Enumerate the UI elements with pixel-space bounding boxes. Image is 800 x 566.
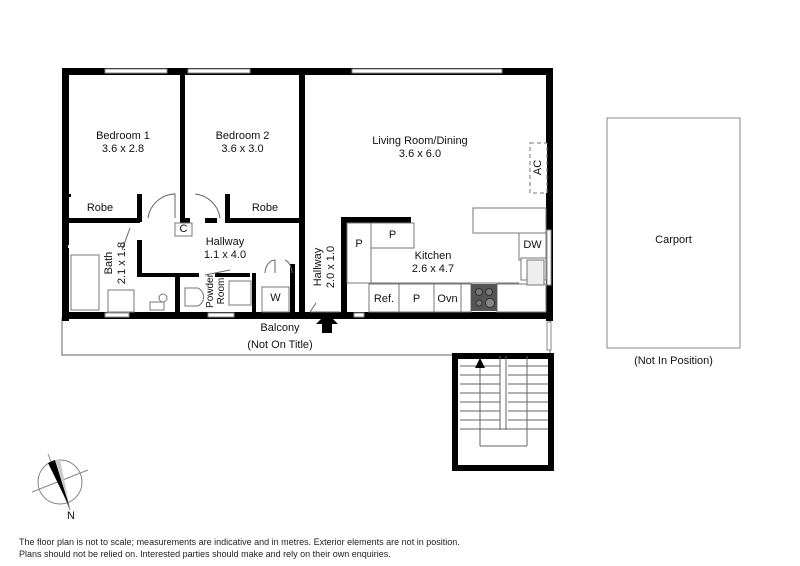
- room-label-carport: Carport: [607, 234, 740, 247]
- room-label-hallway1: Hallway 1.1 x 4.0: [195, 236, 255, 262]
- room-name: Carport: [655, 234, 692, 246]
- room-label-balcony: Balcony (Not On Title): [230, 322, 330, 352]
- room-note: (Not In Position): [634, 355, 713, 367]
- room-note: (Not On Title): [247, 339, 313, 351]
- room-size: 2.0 x 1.0: [325, 245, 337, 289]
- room-label-kitchen: Kitchen 2.6 x 4.7: [398, 250, 468, 276]
- room-name: Bedroom 2: [215, 130, 270, 142]
- fixture-robe2: Robe: [251, 202, 279, 214]
- room-label-bath: Bath 2.1 x 1.8: [103, 233, 129, 293]
- fixture-pantry2: P: [388, 229, 397, 241]
- interior-walls: [62, 75, 411, 319]
- compass-north-label: N: [67, 510, 75, 522]
- disclaimer-line2: Plans should not be relied on. Intereste…: [19, 549, 391, 559]
- arrow-up-icon: [316, 313, 338, 333]
- room-size: 3.6 x 3.0: [221, 143, 264, 155]
- room-size: 3.6 x 6.0: [398, 148, 442, 160]
- room-size: 2.1 x 1.8: [116, 241, 128, 285]
- fixture-robe1: Robe: [86, 202, 114, 214]
- room-size: 3.6 x 2.8: [101, 143, 145, 155]
- room-name: Hallway: [312, 247, 324, 287]
- fixture-fridge: Ref.: [373, 293, 395, 305]
- room-name: Hallway: [205, 236, 245, 248]
- room-name: Balcony: [260, 322, 300, 334]
- cooktop: [471, 284, 497, 311]
- fixtures: [68, 142, 548, 313]
- compass-icon: [31, 453, 89, 511]
- doors: [121, 193, 340, 313]
- carport-outline: [606, 117, 741, 349]
- room-name: Living Room/Dining: [372, 135, 468, 147]
- powder-room-line2: Room: [216, 277, 227, 305]
- room-name: Kitchen: [414, 250, 452, 262]
- balcony-outline: [61, 317, 551, 356]
- powder-room-line1: Powder: [205, 274, 216, 308]
- exterior-walls: [62, 68, 553, 321]
- disclaimer: The floor plan is not to scale; measurem…: [19, 536, 460, 560]
- fixture-powder-room: Powder Room: [205, 271, 227, 311]
- room-label-bedroom1: Bedroom 1 3.6 x 2.8: [88, 130, 158, 156]
- room-label-hallway2: Hallway 2.0 x 1.0: [312, 237, 338, 297]
- room-name: Bath: [103, 251, 115, 275]
- windows: [104, 68, 552, 351]
- fixture-pantry1: P: [355, 238, 363, 250]
- fixture-laundry: W: [270, 292, 281, 304]
- room-label-bedroom2: Bedroom 2 3.6 x 3.0: [205, 130, 280, 156]
- fixture-dishwasher: DW: [523, 239, 542, 251]
- fixture-cupboard: C: [179, 223, 188, 235]
- fixture-pantry3: P: [412, 293, 421, 305]
- room-size: 2.6 x 4.7: [411, 263, 455, 275]
- stairwell: [452, 353, 554, 471]
- carport-note: (Not In Position): [607, 355, 740, 368]
- room-label-living: Living Room/Dining 3.6 x 6.0: [360, 135, 480, 161]
- room-name: Bedroom 1: [96, 130, 150, 142]
- fixture-ac: AC: [532, 159, 544, 176]
- fixture-oven: Ovn: [437, 293, 458, 305]
- room-size: 1.1 x 4.0: [203, 249, 247, 261]
- disclaimer-line1: The floor plan is not to scale; measurem…: [19, 537, 460, 547]
